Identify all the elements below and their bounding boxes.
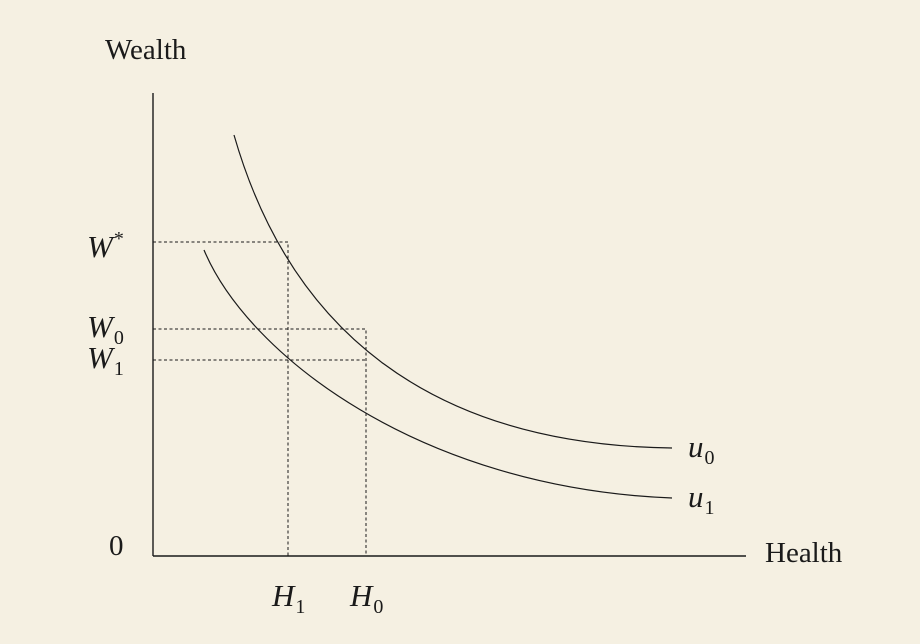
y-axis-title: Wealth <box>105 34 187 66</box>
h0-label: H0 <box>350 578 384 618</box>
h1-label: H1 <box>272 578 306 618</box>
guide-wstar-h1 <box>153 241 289 556</box>
u0-label: u0 <box>688 429 715 469</box>
origin-label: 0 <box>109 530 124 562</box>
x-axis-title: Health <box>765 537 843 569</box>
curve-u0 <box>233 134 673 449</box>
w0-label: W0 <box>87 309 124 349</box>
u1-label: u1 <box>688 479 715 519</box>
guide-w0-h0 <box>153 328 367 556</box>
w1-label: W1 <box>87 340 124 380</box>
curve-u1 <box>203 249 673 499</box>
w-star-label: W* <box>87 228 124 264</box>
